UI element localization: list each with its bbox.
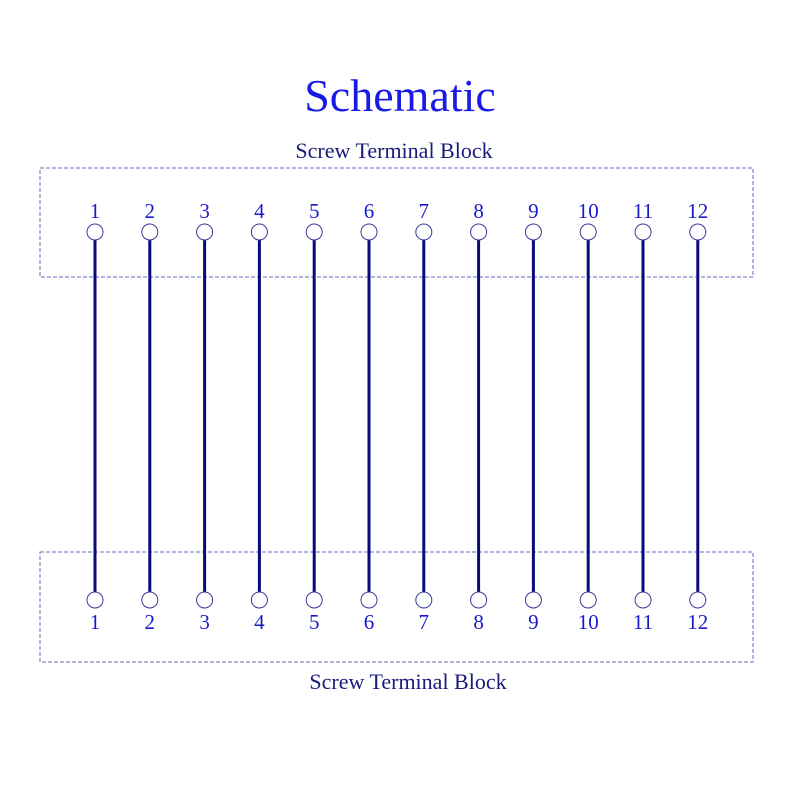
bottom-terminal-9-icon	[524, 591, 542, 609]
bottom-pin-number: 3	[199, 610, 210, 634]
bottom-terminal-11-icon	[634, 591, 652, 609]
top-pin-number: 12	[687, 199, 709, 223]
top-terminal-5-icon	[305, 223, 323, 241]
top-terminal-block-outline	[39, 167, 754, 278]
bottom-terminal-6-icon	[360, 591, 378, 609]
bottom-terminal-4-icon	[250, 591, 268, 609]
top-pin-number: 3	[199, 199, 210, 223]
top-pin-number: 5	[308, 199, 320, 223]
bottom-pin-number: 4	[254, 610, 265, 634]
top-terminal-2-icon	[141, 223, 159, 241]
top-pin-number: 2	[144, 199, 156, 223]
bottom-block-label: Screw Terminal Block	[309, 669, 507, 694]
top-terminal-1-icon	[86, 223, 104, 241]
top-terminal-11-icon	[634, 223, 652, 241]
top-terminal-4-icon	[250, 223, 268, 241]
top-terminal-12-icon	[689, 223, 707, 241]
wires	[86, 223, 707, 609]
bottom-pin-number: 6	[363, 610, 375, 634]
top-pin-number: 4	[254, 199, 265, 223]
top-pin-number: 10	[577, 199, 599, 223]
top-pin-number: 8	[473, 199, 484, 223]
top-pin-number: 6	[363, 199, 375, 223]
bottom-pin-number: 8	[473, 610, 484, 634]
bottom-pin-number: 11	[632, 610, 654, 634]
top-pin-number: 9	[528, 199, 539, 223]
diagram-title: Schematic	[304, 70, 496, 121]
bottom-terminal-5-icon	[305, 591, 323, 609]
bottom-terminal-8-icon	[470, 591, 488, 609]
top-terminal-3-icon	[196, 223, 214, 241]
bottom-terminal-2-icon	[141, 591, 159, 609]
bottom-terminal-12-icon	[689, 591, 707, 609]
top-terminal-9-icon	[524, 223, 542, 241]
bottom-pin-number: 7	[418, 610, 430, 634]
bottom-pin-number: 5	[308, 610, 320, 634]
top-pin-number: 7	[418, 199, 430, 223]
bottom-terminal-1-icon	[86, 591, 104, 609]
bottom-pin-number: 9	[528, 610, 539, 634]
bottom-pin-number: 10	[577, 610, 599, 634]
bottom-terminal-3-icon	[196, 591, 214, 609]
top-pin-number: 1	[89, 199, 101, 223]
top-terminal-6-icon	[360, 223, 378, 241]
top-terminal-7-icon	[415, 223, 433, 241]
bottom-terminal-10-icon	[579, 591, 597, 609]
bottom-pin-number: 1	[89, 610, 101, 634]
bottom-terminal-block-outline	[39, 551, 754, 663]
top-pin-number: 11	[632, 199, 654, 223]
top-block-label: Screw Terminal Block	[295, 138, 493, 163]
bottom-pin-number: 2	[144, 610, 156, 634]
top-terminal-10-icon	[579, 223, 597, 241]
bottom-terminal-7-icon	[415, 591, 433, 609]
top-terminal-8-icon	[470, 223, 488, 241]
bottom-pin-number: 12	[687, 610, 709, 634]
